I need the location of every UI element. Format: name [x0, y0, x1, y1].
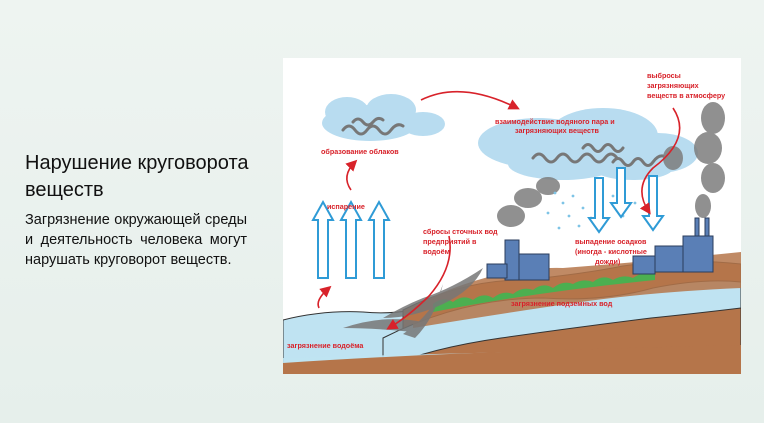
- label-emissions-line3: веществ в атмосферу: [647, 91, 725, 100]
- pollutant-scribbles: [341, 116, 665, 167]
- label-precip-line1: выпадение осадков: [575, 237, 647, 246]
- pollution-streaks: [343, 268, 483, 338]
- label-evaporation: испарение: [327, 202, 365, 211]
- label-precip-line2: (иногда - кислотные: [575, 247, 647, 256]
- slide-body-text: Загрязнение окружающей среды и деятельно…: [25, 212, 247, 268]
- label-precip-line3: дожди): [595, 257, 621, 266]
- slide-title: Нарушение круговорота веществ: [25, 152, 249, 201]
- label-discharge-line1: сбросы сточных вод: [423, 227, 498, 236]
- label-interaction-line2: загрязняющих веществ: [515, 126, 599, 135]
- label-cloud-formation: образование облаков: [321, 147, 399, 156]
- label-emissions-line1: выбросы: [647, 71, 681, 80]
- precipitation-arrows: [587, 167, 665, 234]
- bottom-soil: [283, 345, 741, 374]
- label-groundwater: загрязнение подземных вод: [511, 299, 613, 308]
- flow-arrows: [317, 90, 681, 330]
- factory-left: [486, 239, 550, 281]
- label-emissions-line2: загрязняющих: [647, 81, 699, 90]
- vegetation: [433, 272, 655, 312]
- factory-right: [632, 217, 714, 275]
- label-discharge-line2: предприятий в: [423, 237, 477, 246]
- evaporation-arrows: [311, 199, 391, 279]
- label-water-body: загрязнение водоёма: [287, 341, 364, 350]
- water-cycle-illustration: образование облаков испарение взаимодейс…: [283, 58, 741, 374]
- smoke-plumes: [497, 102, 725, 227]
- label-discharge-line3: водоём: [423, 247, 450, 256]
- label-interaction-line1: взаимодействие водяного пара и: [495, 117, 615, 126]
